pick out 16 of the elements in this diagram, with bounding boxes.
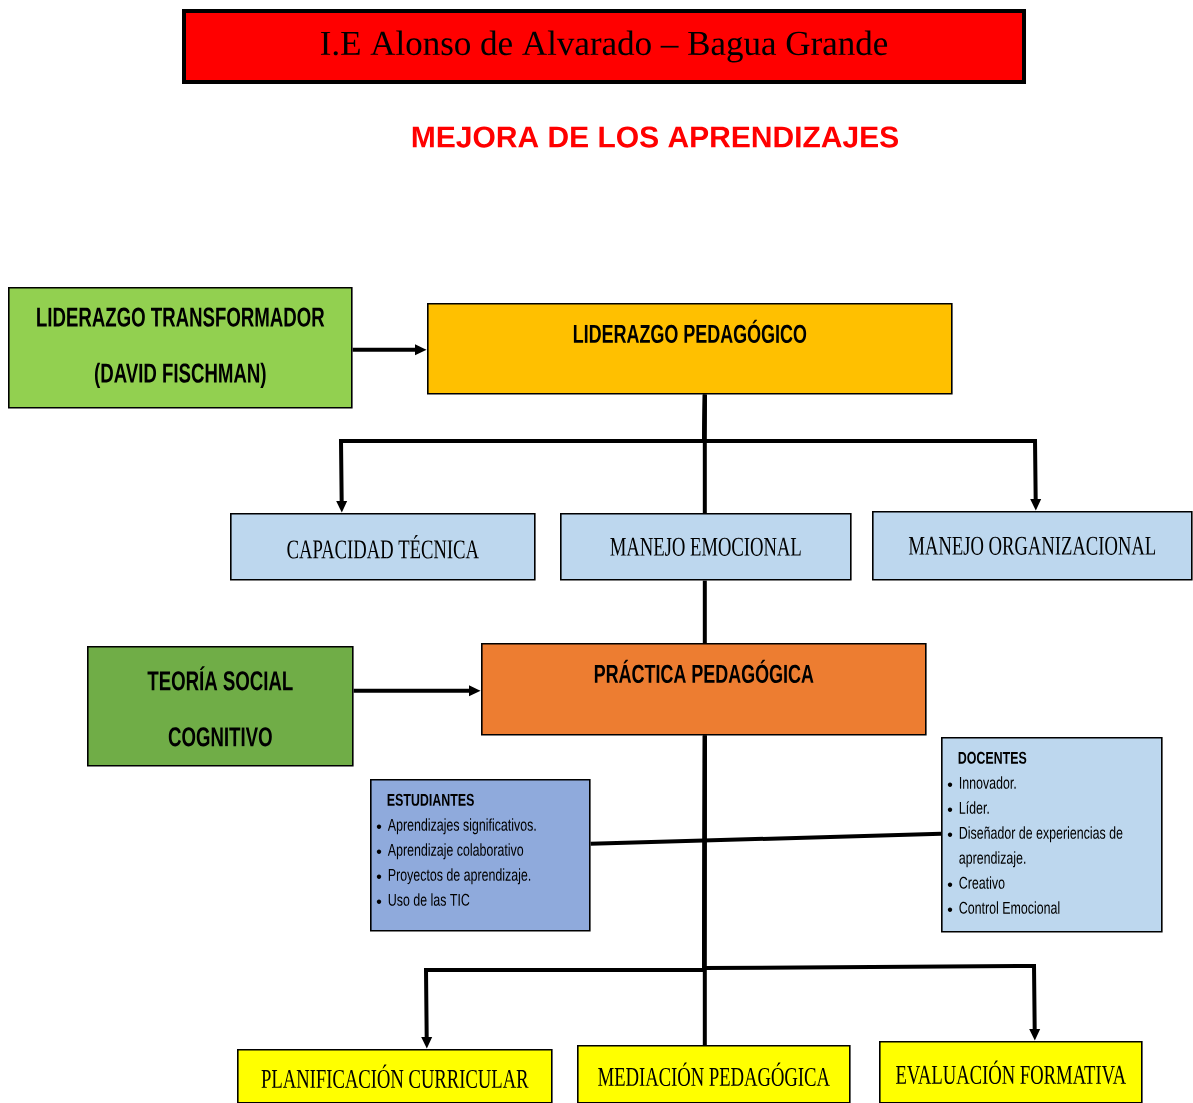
concept-box: PRÁCTICA PEDAGÓGICA	[481, 643, 927, 736]
list-box: DOCENTES Innovador. Líder. Diseñador de experiencias de aprendizaje. Creativo Control Emocional	[941, 737, 1163, 933]
concept-box: EVALUACIÓN FORMATIVA	[879, 1041, 1143, 1103]
list-box: ESTUDIANTES Aprendizajes significativos. Aprendizaje colaborativo Proyectos de aprendizaje. Uso de las TIC	[370, 779, 591, 932]
connector-line	[590, 831, 942, 846]
concept-box: TEORÍA SOCIAL COGNITIVO	[87, 646, 354, 767]
concept-box: PLANIFICACIÓN CURRICULAR	[237, 1049, 553, 1103]
concept-box: LIDERAZGO PEDAGÓGICO	[427, 303, 953, 395]
banner-box: I.E Alonso de Alvarado – Bagua Grande	[182, 9, 1026, 84]
concept-box: MANEJO ORGANIZACIONAL	[872, 511, 1193, 581]
concept-box: CAPACIDAD TÉCNICA	[230, 513, 536, 581]
title-text: MEJORA DE LOS APRENDIZAJES	[412, 126, 898, 148]
concept-box: MEDIACIÓN PEDAGÓGICA	[577, 1045, 851, 1103]
concept-box: MANEJO EMOCIONAL	[560, 513, 852, 581]
concept-box: LIDERAZGO TRANSFORMADOR (DAVID FISCHMAN)	[8, 287, 353, 409]
connector-line	[702, 580, 707, 643]
